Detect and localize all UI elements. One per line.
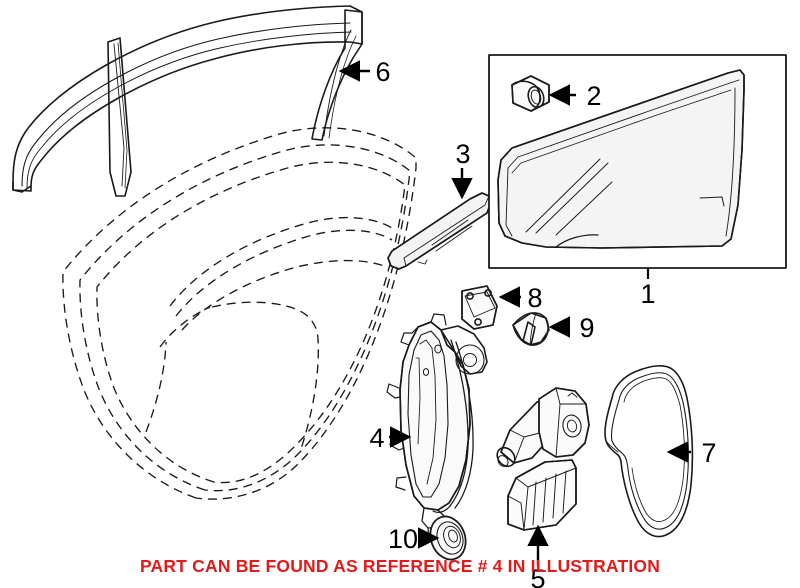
callout-8: 8 (527, 283, 542, 313)
callout-2: 2 (586, 81, 601, 111)
callout-10: 10 (388, 524, 418, 554)
part-6-window-frame-seal (12, 5, 363, 197)
part-5-window-motor (496, 387, 590, 531)
part-4-window-regulator (386, 313, 488, 542)
callout-9: 9 (579, 313, 594, 343)
callout-numbers: 1 2 3 4 5 6 7 8 9 10 (369, 57, 716, 588)
phantom-door-outline (62, 127, 417, 500)
reference-notice: PART CAN BE FOUND AS REFERENCE # 4 IN IL… (139, 556, 661, 576)
part-7-door-weatherstrip-seal (604, 365, 694, 538)
callout-6: 6 (375, 57, 390, 87)
callout-leaders (338, 60, 691, 566)
part-1-door-window-glass (497, 69, 745, 249)
callout-4: 4 (369, 423, 384, 453)
part-8-regulator-mounting-bracket (461, 285, 498, 330)
callout-5: 5 (530, 564, 545, 588)
callout-3: 3 (455, 139, 470, 169)
part-9-retainer-push-pin-clip (512, 312, 550, 346)
callout-7: 7 (701, 438, 716, 468)
callout-1: 1 (640, 279, 655, 309)
